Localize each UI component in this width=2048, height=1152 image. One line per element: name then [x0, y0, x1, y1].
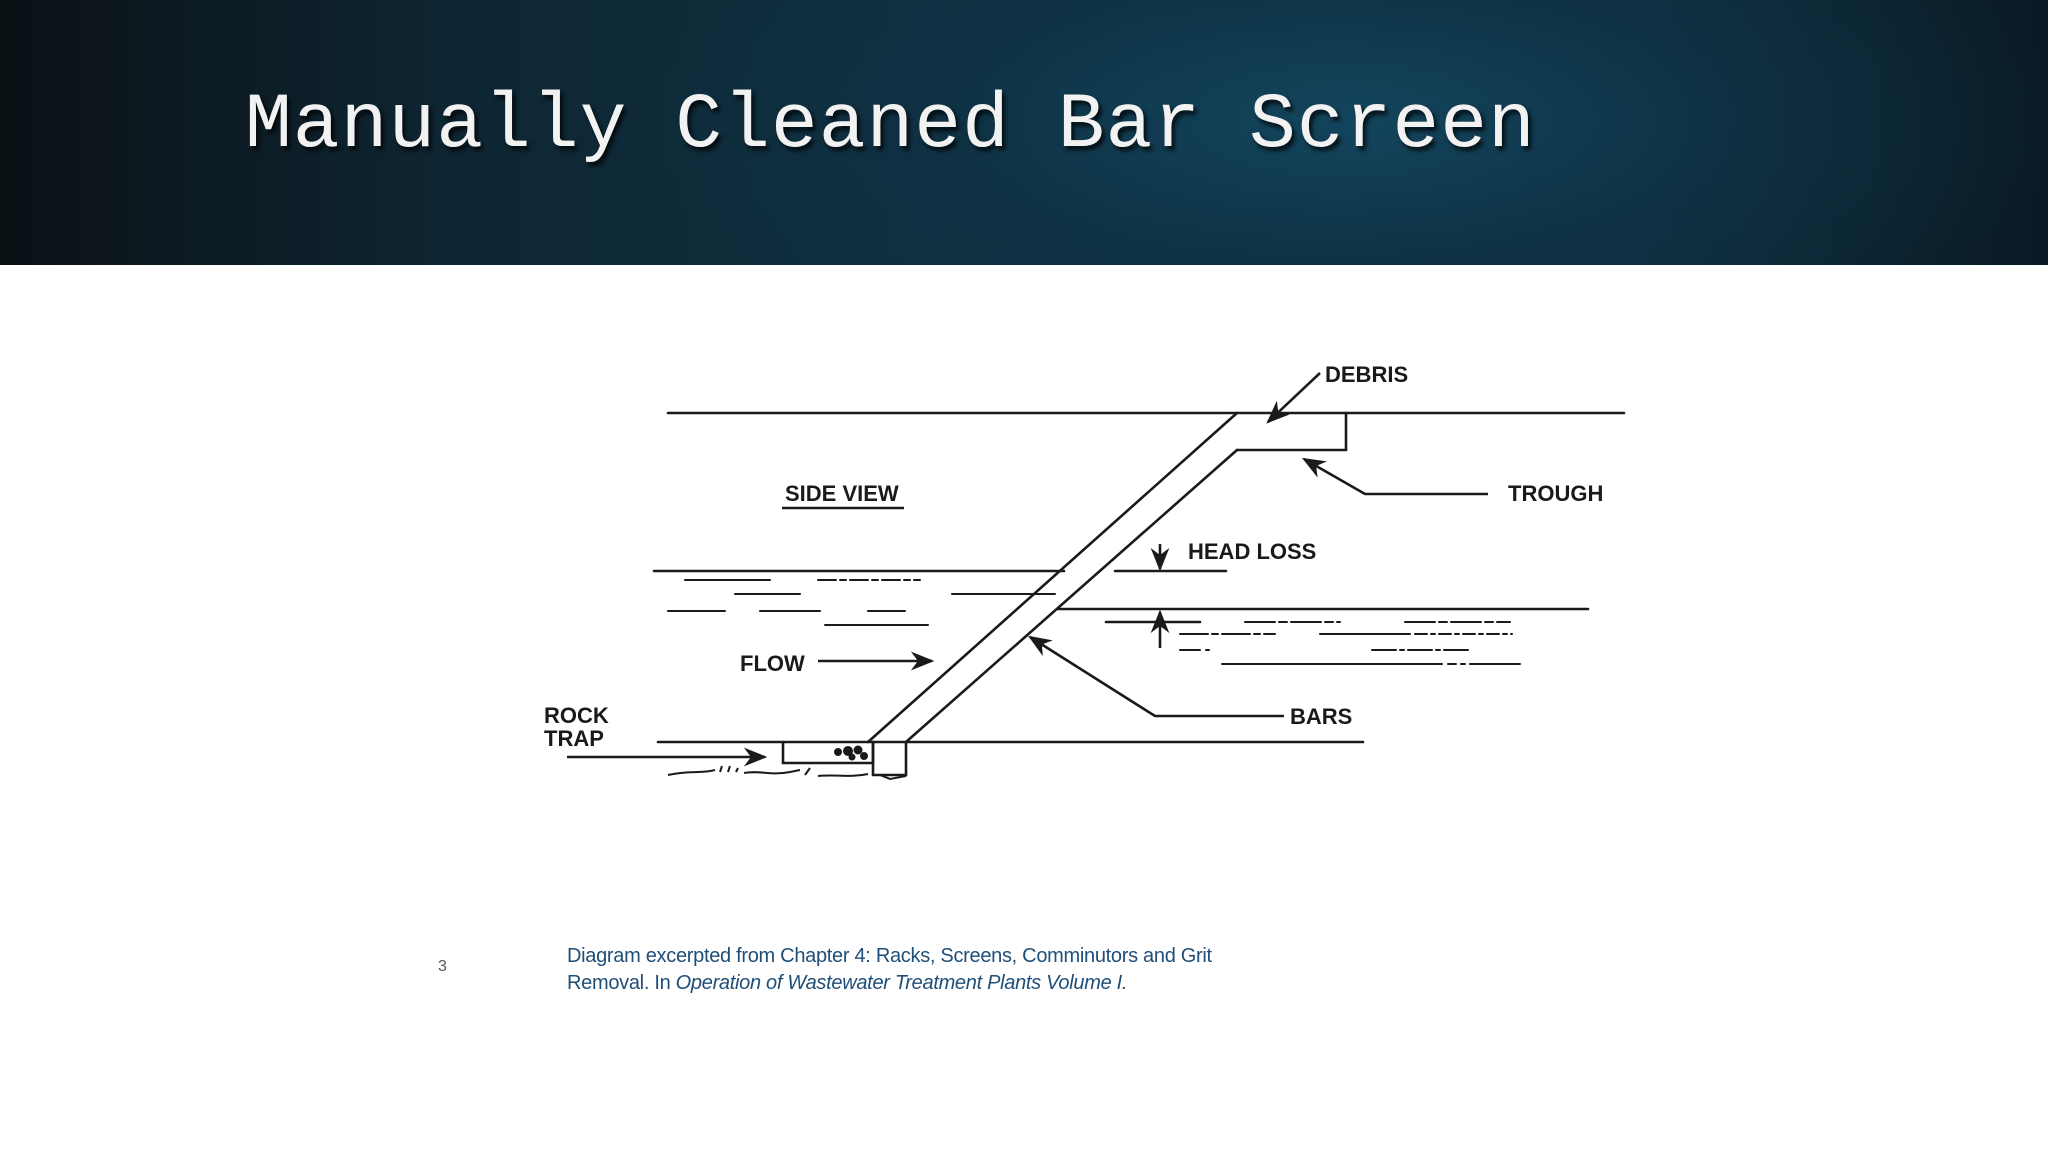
caption-line-2-prefix: Removal. In: [567, 972, 676, 994]
caption-book-title: Operation of Wastewater Treatment Plants…: [675, 972, 1123, 994]
slide-number: 3: [438, 958, 447, 975]
label-side-view: SIDE VIEW: [785, 481, 899, 506]
diagram-caption: Diagram excerpted from Chapter 4: Racks,…: [567, 943, 1287, 997]
water-ripples: [667, 579, 1521, 665]
debris-arrow: [1266, 372, 1321, 424]
trough-arrow: [1301, 457, 1488, 496]
label-flow: FLOW: [740, 651, 805, 676]
label-head-loss: HEAD LOSS: [1188, 539, 1316, 564]
label-trap: TRAP: [544, 726, 604, 751]
caption-line-2: Removal. In Operation of Wastewater Trea…: [567, 970, 1287, 997]
caption-line-1: Diagram excerpted from Chapter 4: Racks,…: [567, 945, 1212, 967]
label-bars: BARS: [1290, 704, 1352, 729]
bars-arrow: [1028, 635, 1284, 718]
label-rock: ROCK: [544, 703, 609, 728]
label-debris: DEBRIS: [1325, 362, 1408, 387]
header-band: [0, 0, 2048, 265]
bars-line-upper: [866, 411, 1239, 744]
slide-title: Manually Cleaned Bar Screen: [245, 82, 1536, 170]
ground-texture: [667, 745, 907, 781]
bar-footing: [871, 740, 908, 777]
trough-outline: [1235, 411, 1348, 452]
bars-line-lower: [904, 448, 1239, 744]
label-trough: TROUGH: [1508, 481, 1603, 506]
caption-line-2-suffix: .: [1121, 972, 1128, 994]
